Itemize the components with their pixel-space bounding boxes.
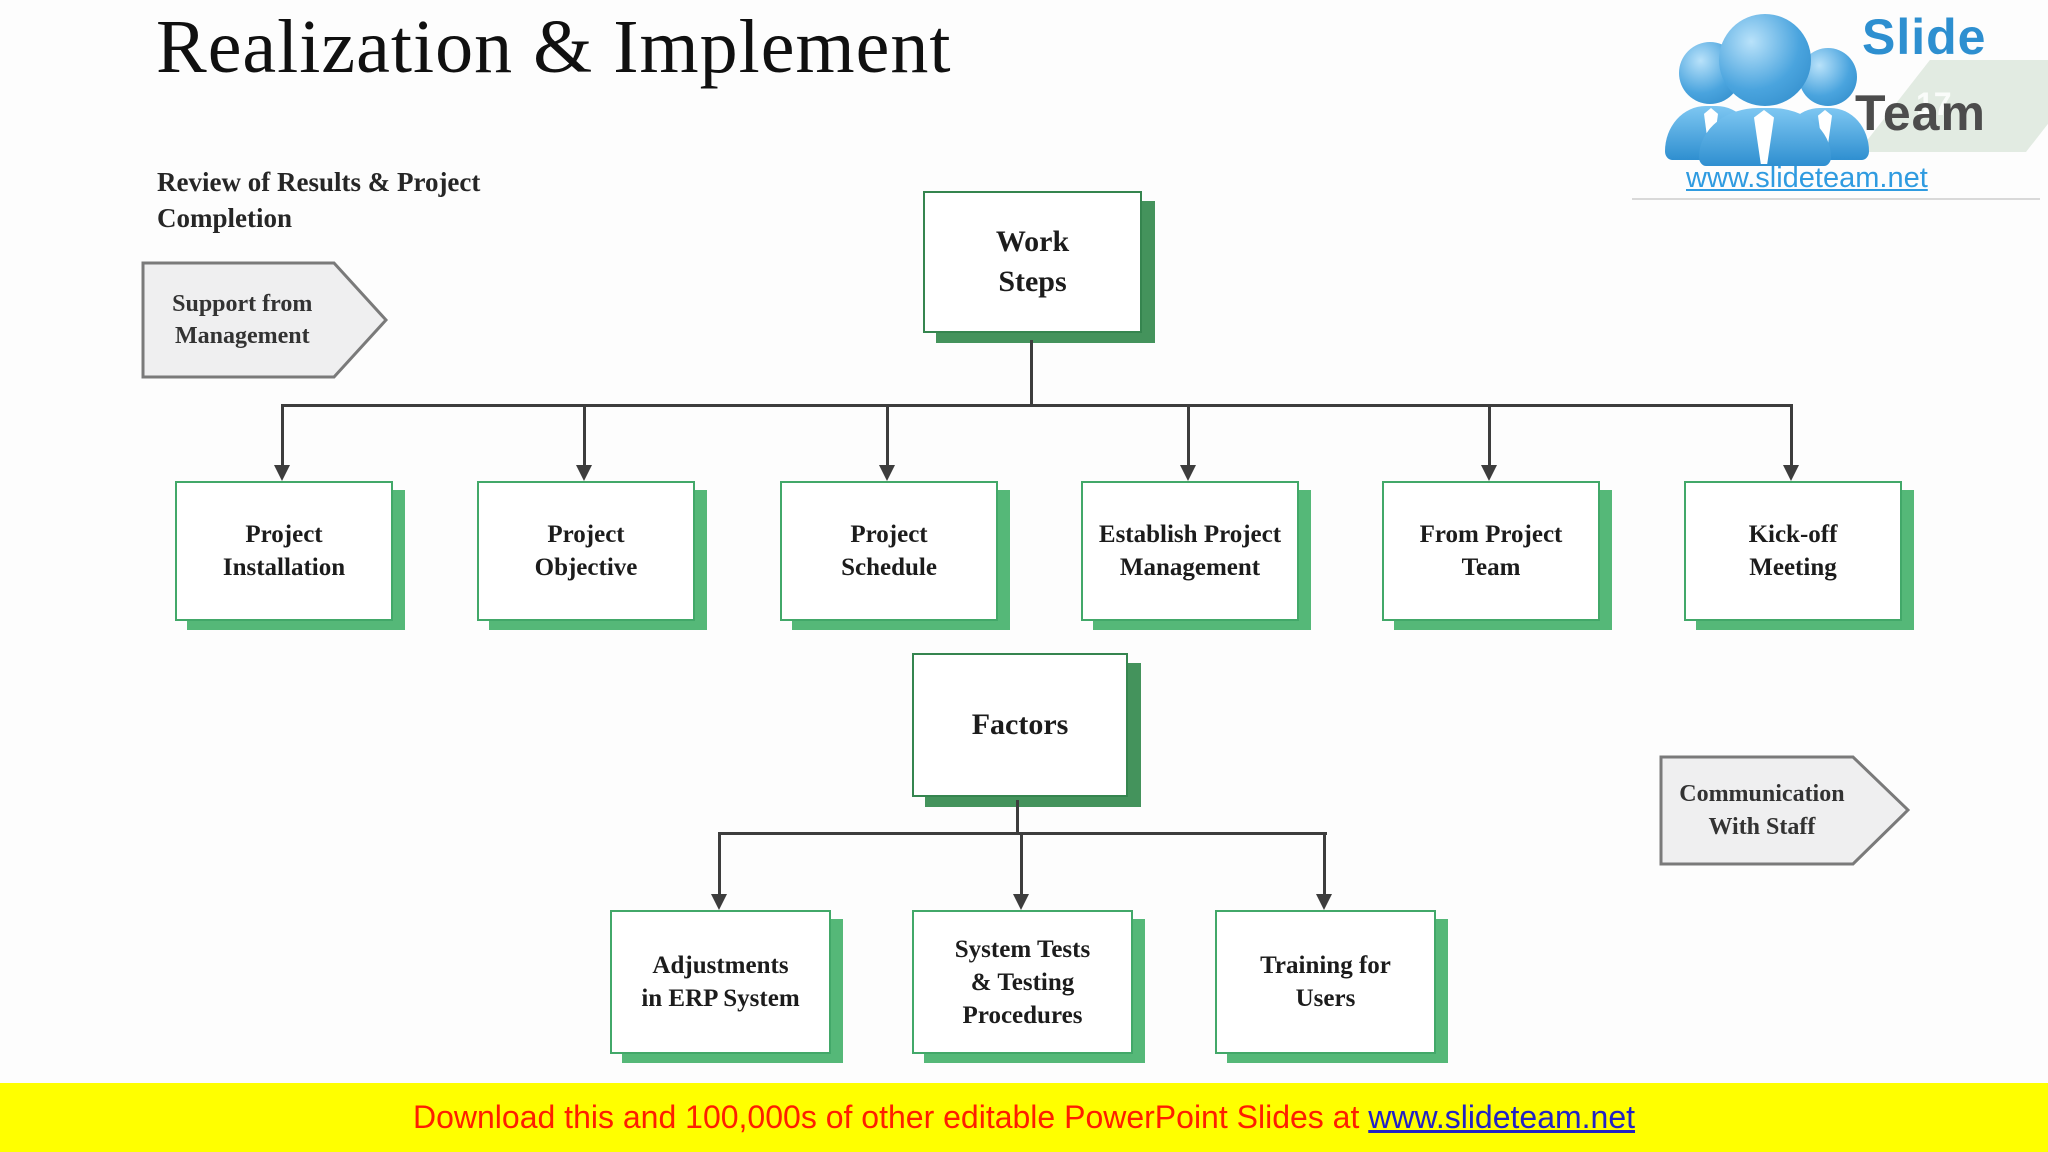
connector-drop-6 — [1790, 404, 1793, 468]
box-training-for-users: Training for Users — [1215, 910, 1436, 1054]
arrowhead-down-icon — [1013, 894, 1029, 910]
arrowhead-down-icon — [711, 894, 727, 910]
people-icon — [1665, 6, 1875, 166]
page-title: Realization & Implement — [156, 5, 952, 89]
box-system-tests-testing-procedures: System Tests & Testing Procedures — [912, 910, 1133, 1054]
logo-divider — [1632, 198, 2040, 200]
arrowhead-down-icon — [1481, 465, 1497, 481]
connector-drop-1 — [281, 404, 284, 468]
connector-factors-stem — [1016, 800, 1019, 835]
box-adjustments-in-erp-system: Adjustments in ERP System — [610, 910, 831, 1054]
callout-support-label: Support from Management — [172, 290, 313, 349]
connector-work-steps-hline — [281, 404, 1793, 407]
arrowhead-down-icon — [274, 465, 290, 481]
box-establish-project-management: Establish Project Management — [1081, 481, 1299, 621]
pentagon-arrow-shape — [141, 261, 388, 379]
connector-drop-3 — [886, 404, 889, 468]
box-work-steps: Work Steps — [923, 191, 1142, 333]
connector-drop-8 — [1020, 832, 1023, 895]
arrowhead-down-icon — [1783, 465, 1799, 481]
connector-drop-9 — [1323, 832, 1326, 895]
arrowhead-down-icon — [576, 465, 592, 481]
callout-communication-with-staff: Communication With Staff — [1659, 755, 1910, 866]
logo-team-text: Team — [1855, 85, 1986, 141]
box-kick-off-meeting: Kick-off Meeting — [1684, 481, 1902, 621]
arrowhead-down-icon — [1180, 465, 1196, 481]
logo-slide-text: Slide — [1862, 9, 1987, 65]
connector-work-steps-stem — [1030, 340, 1033, 406]
slide-number: 17 — [1916, 86, 1952, 122]
pentagon-arrow-shape — [1659, 755, 1910, 866]
connector-drop-4 — [1187, 404, 1190, 468]
slideteam-logo: Slide 17 Team www.slideteam.net — [1620, 0, 2048, 210]
connector-drop-7 — [718, 832, 721, 895]
banner-text: Download this and 100,000s of other edit… — [412, 1099, 1369, 1135]
logo-url-link[interactable]: www.slideteam.net — [1686, 162, 1928, 194]
banner-url-link[interactable]: www.slideteam.net — [1368, 1099, 1636, 1135]
connector-drop-5 — [1488, 404, 1491, 468]
download-banner: Download this and 100,000s of other edit… — [0, 1083, 2048, 1152]
callout-communication-label: Communication With Staff — [1679, 781, 1845, 840]
box-project-objective: Project Objective — [477, 481, 695, 621]
subtitle: Review of Results & Project Completion — [157, 167, 481, 234]
connector-drop-2 — [583, 404, 586, 468]
box-from-project-team: From Project Team — [1382, 481, 1600, 621]
box-project-installation: Project Installation — [175, 481, 393, 621]
arrowhead-down-icon — [1316, 894, 1332, 910]
callout-support-from-management: Support from Management — [141, 261, 388, 379]
box-factors: Factors — [912, 653, 1128, 797]
box-project-schedule: Project Schedule — [780, 481, 998, 621]
arrowhead-down-icon — [879, 465, 895, 481]
